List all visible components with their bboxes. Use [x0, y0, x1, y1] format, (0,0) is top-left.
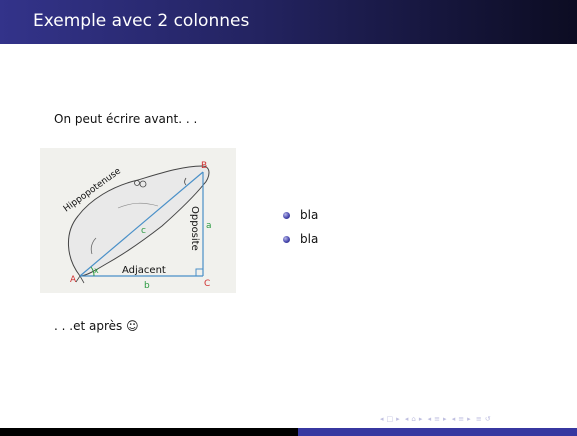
nav-next-section-icon[interactable]: ▸: [443, 415, 447, 423]
bullet-list: bla bla: [283, 206, 318, 254]
footer-left-bar: [0, 428, 298, 436]
label-side-a: a: [206, 221, 212, 231]
triangle-diagram: Hippopotenuse Opposite Adjacent A B C a …: [62, 161, 212, 291]
text-before: On peut écrire avant. . .: [54, 112, 198, 126]
text-after: . . .et après ☺: [54, 319, 139, 333]
label-side-b: b: [144, 281, 150, 291]
bullet-icon: [283, 236, 290, 243]
nav-subsection-icon[interactable]: ≡: [458, 415, 465, 423]
nav-back-icon[interactable]: ↺: [484, 415, 491, 423]
nav-next-subsection-icon[interactable]: ▸: [467, 415, 471, 423]
label-opposite: Opposite: [189, 206, 200, 251]
list-item: bla: [283, 230, 318, 254]
title-bar: Exemple avec 2 colonnes: [0, 0, 577, 44]
nav-toc-icon[interactable]: ≡: [475, 415, 482, 423]
nav-slide-icon[interactable]: ⌂: [411, 415, 416, 423]
label-adjacent: Adjacent: [122, 265, 166, 276]
list-item-label: bla: [300, 208, 319, 222]
nav-next-frame-icon[interactable]: ▸: [396, 415, 400, 423]
label-vertex-a: A: [70, 275, 77, 285]
list-item-label: bla: [300, 232, 319, 246]
hippopotenuse-figure: Hippopotenuse Opposite Adjacent A B C a …: [40, 148, 236, 293]
nav-frame-icon[interactable]: □: [386, 415, 394, 423]
list-item: bla: [283, 206, 318, 230]
label-vertex-c: C: [204, 279, 210, 289]
nav-prev-subsection-icon[interactable]: ◂: [451, 415, 456, 423]
nav-next-slide-icon[interactable]: ▸: [418, 415, 423, 423]
bullet-icon: [283, 212, 290, 219]
label-side-c: c: [141, 226, 146, 236]
nav-prev-section-icon[interactable]: ◂: [427, 415, 432, 423]
nav-prev-frame-icon[interactable]: ◂: [380, 415, 384, 423]
slide-title: Exemple avec 2 colonnes: [33, 11, 250, 31]
label-angle-x: x: [94, 266, 99, 275]
beamer-navigation[interactable]: ◂□▸ ◂⌂▸ ◂≡▸ ◂≡▸ ≡↺: [380, 415, 494, 427]
nav-section-icon[interactable]: ≡: [434, 415, 440, 423]
hippo-shape: [67, 165, 210, 277]
label-vertex-b: B: [201, 161, 207, 171]
nav-prev-slide-icon[interactable]: ◂: [404, 415, 409, 423]
footer-right-bar: [298, 428, 577, 436]
